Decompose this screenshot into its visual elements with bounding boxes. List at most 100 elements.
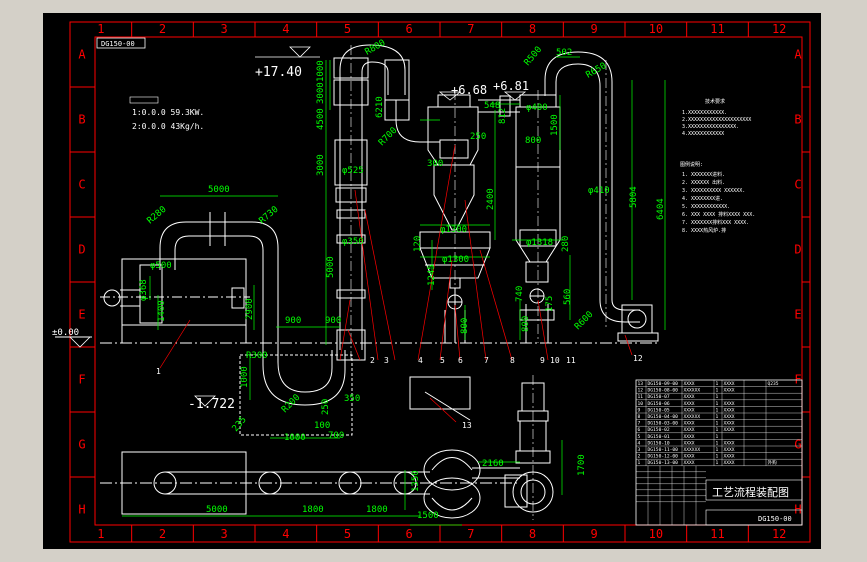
dim-2400: 2400 bbox=[486, 188, 496, 210]
bom-cell: DG150-02 bbox=[648, 427, 670, 433]
bom-cell: DG150-01 bbox=[648, 434, 670, 440]
dim-r300: R300 bbox=[246, 351, 268, 361]
dim-phi368: φ368 bbox=[139, 279, 149, 301]
row-label: B bbox=[78, 113, 85, 127]
part-number: 13 bbox=[462, 421, 472, 430]
bom-cell: XXXX bbox=[684, 407, 695, 413]
row-label: G bbox=[78, 438, 85, 452]
dimension-lines bbox=[122, 56, 666, 526]
bom-cell: 1 bbox=[716, 407, 719, 413]
drawing-code-top: DG150-00 bbox=[101, 40, 135, 48]
note-line: 4.XXXXXXXXXXXX bbox=[682, 131, 724, 137]
bom-cell: XXXX bbox=[724, 447, 735, 453]
column-label: 4 bbox=[282, 527, 289, 541]
bom-cell: DG150-05 bbox=[648, 407, 670, 413]
bom-cell: 6 bbox=[638, 427, 641, 433]
dim-1000-bottom: 1000 bbox=[284, 433, 306, 443]
bom-cell: XXXX bbox=[724, 460, 735, 466]
dim-phi1300-a: φ1300 bbox=[440, 225, 467, 235]
part-number: 7 bbox=[484, 356, 489, 365]
bom-cell: XXXXXX bbox=[684, 447, 701, 453]
bom-cell: DG150-13-00 bbox=[648, 460, 679, 466]
bom-cell: DG150-08-00 bbox=[648, 388, 679, 394]
column-label: 1 bbox=[97, 22, 104, 36]
column-label: 7 bbox=[467, 22, 474, 36]
dim-phi350: φ350 bbox=[342, 237, 364, 247]
column-label: 12 bbox=[772, 22, 786, 36]
dim-1400: 1400 bbox=[157, 300, 167, 322]
bom-cell: 1 bbox=[716, 454, 719, 460]
dim-812: 812 bbox=[498, 108, 508, 124]
column-label: 5 bbox=[344, 527, 351, 541]
dim-900-b: 900 bbox=[325, 316, 341, 326]
bom-cell: XXXX bbox=[684, 434, 695, 440]
column-label: 5 bbox=[344, 22, 351, 36]
drawing-code-box bbox=[96, 37, 146, 49]
dim-120: 120 bbox=[413, 236, 423, 252]
part-number: 3 bbox=[384, 356, 389, 365]
legend-line: 3. XXXXXXXXXX XXXXXX. bbox=[682, 188, 745, 194]
row-label: E bbox=[794, 308, 801, 322]
bom-cell: XXXX bbox=[724, 407, 735, 413]
bom-cell: DG150-06 bbox=[648, 401, 670, 407]
part-number: 6 bbox=[458, 356, 463, 365]
column-label: 11 bbox=[710, 22, 724, 36]
dim-phi1300-b: φ1300 bbox=[442, 255, 469, 265]
dim-175: 175 bbox=[545, 296, 555, 312]
bom-cell: 12 bbox=[638, 388, 644, 394]
row-label: C bbox=[794, 178, 801, 192]
part-number: 11 bbox=[566, 356, 576, 365]
row-label: D bbox=[78, 243, 85, 257]
bom-cell: 1 bbox=[716, 434, 719, 440]
row-label: D bbox=[794, 243, 801, 257]
row-label: A bbox=[794, 48, 802, 62]
bom-cell: XXXX bbox=[684, 454, 695, 460]
bom-cell: 4 bbox=[638, 440, 641, 446]
bom-cell: 9 bbox=[638, 407, 641, 413]
bom-cell: XXXX bbox=[724, 401, 735, 407]
column-label: 6 bbox=[406, 527, 413, 541]
legend-line: 1. XXXXXXX进料. bbox=[682, 171, 725, 178]
bom-cell: 11 bbox=[638, 394, 644, 400]
bom-cell: 1 bbox=[716, 460, 719, 466]
part-number: 4 bbox=[418, 356, 423, 365]
column-label: 2 bbox=[159, 22, 166, 36]
column-label: 8 bbox=[529, 22, 536, 36]
spec-header-marks bbox=[129, 96, 159, 104]
part-number: 10 bbox=[550, 356, 560, 365]
bom-cell: DG150-03-00 bbox=[648, 421, 679, 427]
dim-740: 740 bbox=[515, 286, 525, 302]
bom-cell: 外购 bbox=[768, 459, 778, 466]
dim-6210: 6210 bbox=[375, 96, 385, 118]
row-label: H bbox=[794, 503, 801, 517]
part-numbers: 1 2 3 4 5 6 7 8 9 10 11 12 13 bbox=[156, 354, 643, 430]
dim-phi500: φ500 bbox=[150, 261, 172, 271]
notes-title: 技术要求 bbox=[705, 98, 725, 105]
leader-lines bbox=[159, 144, 633, 423]
bom-cell: XXXX bbox=[684, 440, 695, 446]
dim-900-a: 900 bbox=[285, 316, 301, 326]
bom-cell: XXXX bbox=[724, 381, 735, 387]
grid-ticks bbox=[70, 22, 810, 542]
column-label: 9 bbox=[591, 22, 598, 36]
dim-4500: 4500 bbox=[316, 108, 326, 130]
row-label: H bbox=[78, 503, 85, 517]
legend-line: 5. XXXXXXXXXXXX. bbox=[682, 204, 730, 210]
dim-phi1318: φ1318 bbox=[526, 238, 553, 248]
elevation-markers bbox=[69, 46, 527, 407]
bom-cell: DG150-10 bbox=[648, 440, 670, 446]
dim-548: 548 bbox=[484, 101, 500, 111]
bom-cell: 13 bbox=[638, 381, 644, 387]
part-number: 2 bbox=[370, 356, 375, 365]
bom-cell: DG150-12-00 bbox=[648, 454, 679, 460]
bom-cell: XXXX bbox=[684, 401, 695, 407]
legend-line: 4. XXXXXXXX进. bbox=[682, 195, 723, 202]
note-line: 1.XXXXXXXXXXXX. bbox=[682, 110, 727, 116]
bom-cell: 3 bbox=[638, 447, 641, 453]
bom-cell: XXXX bbox=[724, 427, 735, 433]
row-label: G bbox=[794, 438, 801, 452]
dim-560: 560 bbox=[563, 289, 573, 305]
